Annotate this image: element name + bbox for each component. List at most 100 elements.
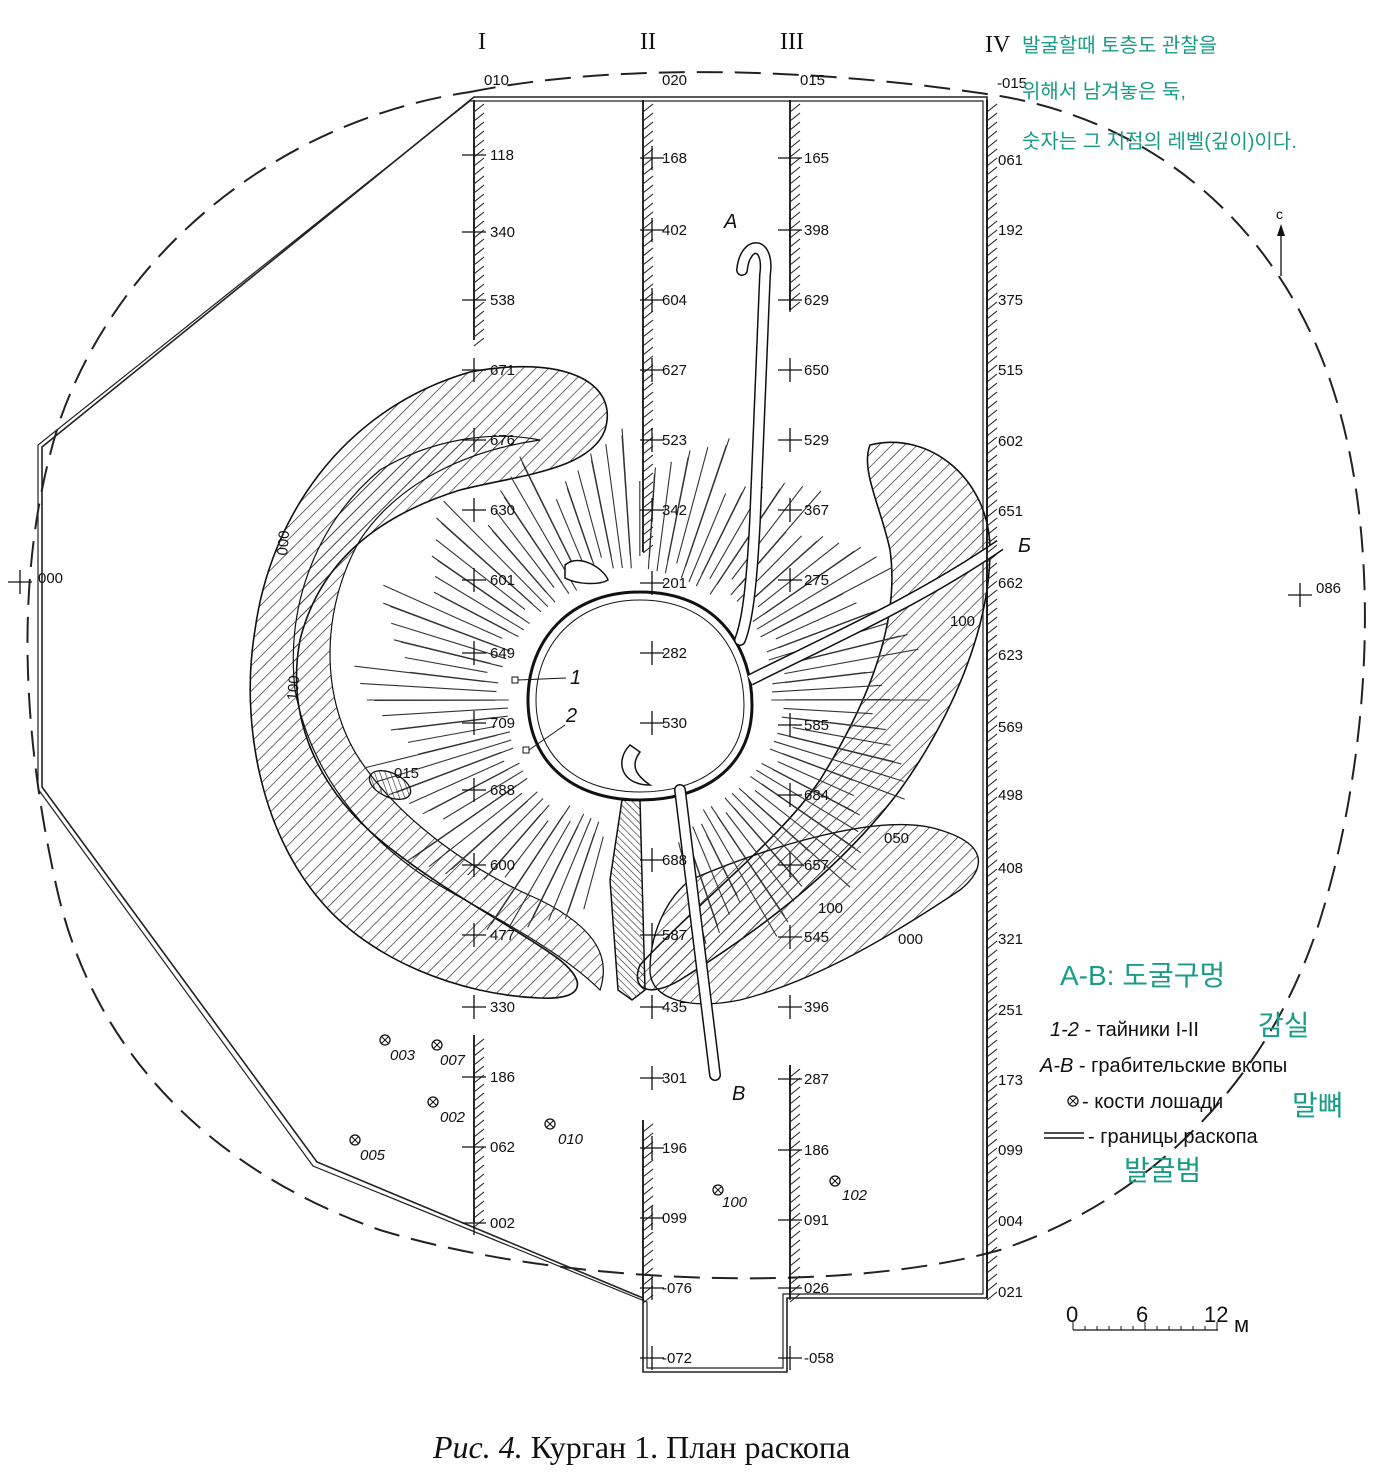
horse-bones-korean-label: 말뼈 <box>1292 1090 1344 1121</box>
balk-hatch <box>986 1120 998 1130</box>
level-label-III: 091 <box>804 1212 829 1229</box>
stone-ray <box>702 809 778 937</box>
tunnel-label-A: A <box>723 211 737 233</box>
balk-hatch <box>473 1047 485 1057</box>
hatched-ring-southeast <box>649 823 980 1005</box>
balk-hatch <box>642 121 654 131</box>
level-label-I: 600 <box>490 857 515 874</box>
level-label-IV: 515 <box>998 362 1023 379</box>
robber-tunnel-B-inner <box>675 785 720 1080</box>
balk-hatch <box>789 1122 801 1132</box>
balk-hatch <box>473 1191 485 1201</box>
stone-ray <box>407 725 496 743</box>
balk-hatch <box>642 517 654 527</box>
balk-hatch <box>789 1149 801 1159</box>
level-label-IV: 602 <box>998 433 1023 450</box>
level-label-III: 367 <box>804 502 829 519</box>
balk-hatch <box>473 337 485 347</box>
balk-hatch <box>473 247 485 257</box>
balk-hatch <box>642 193 654 203</box>
balk-hatch <box>986 1210 998 1220</box>
balk-hatch <box>642 301 654 311</box>
balk-hatch <box>642 1222 654 1232</box>
scale-unit: м <box>1234 1312 1249 1337</box>
horse-bone-label: 002 <box>440 1109 466 1126</box>
balk-hatch <box>789 229 801 239</box>
balk-hatch <box>789 1275 801 1285</box>
horse-bone-icon <box>544 1118 556 1130</box>
balk-hatch <box>986 310 998 320</box>
balk-hatch <box>986 760 998 770</box>
balk-hatch <box>986 355 998 365</box>
stone-ray <box>664 450 691 574</box>
level-label-III: 396 <box>804 999 829 1016</box>
balk-hatch <box>473 1083 485 1093</box>
balk-hatch <box>642 283 654 293</box>
stone-ray <box>390 716 496 731</box>
level-label-IV: 099 <box>998 1142 1023 1159</box>
balk-hatch <box>642 1294 654 1304</box>
stone-ray <box>443 500 549 608</box>
balk-hatch <box>986 238 998 248</box>
balk-hatch <box>986 1282 998 1292</box>
stone-ray <box>762 546 862 616</box>
balk-hatch <box>986 490 998 500</box>
balk-hatch <box>473 1128 485 1138</box>
level-label-III: 287 <box>804 1071 829 1088</box>
stone-ray <box>754 789 857 871</box>
balk-hatch <box>473 1074 485 1084</box>
level-label-I: 186 <box>490 1069 515 1086</box>
balk-hatch <box>986 1147 998 1157</box>
balk-hatch <box>473 274 485 284</box>
balk-hatch <box>986 256 998 266</box>
balk-hatch <box>789 1086 801 1096</box>
balk-hatch <box>473 283 485 293</box>
level-label-III: 165 <box>804 150 829 167</box>
stone-ray <box>695 486 747 587</box>
horse-bone-label: 005 <box>360 1147 386 1164</box>
balk-hatch <box>986 805 998 815</box>
contour-100-west: 100 <box>284 675 303 701</box>
balk-hatch <box>986 976 998 986</box>
balk-hatch <box>473 1119 485 1129</box>
balk-label-III: III <box>780 29 804 55</box>
balk-hatch <box>986 193 998 203</box>
stone-ray <box>771 684 883 693</box>
stone-ray <box>760 593 844 638</box>
stone-ray <box>684 438 730 568</box>
balk-hatch <box>642 409 654 419</box>
balk-hatch <box>986 436 998 446</box>
balk-hatch <box>642 481 654 491</box>
balk-hatch <box>473 1110 485 1120</box>
balk-hatch <box>642 229 654 239</box>
balk-label-II: II <box>640 29 656 55</box>
balk-hatch <box>986 931 998 941</box>
level-label-IV: 321 <box>998 931 1023 948</box>
stone-ray <box>409 671 499 684</box>
balk-hatch <box>642 247 654 257</box>
balk-hatch <box>986 364 998 374</box>
balk-hatch <box>986 769 998 779</box>
balk-hatch <box>986 985 998 995</box>
stone-ray <box>422 762 520 815</box>
balk-hatch <box>642 1258 654 1268</box>
balk-hatch <box>986 373 998 383</box>
level-label-III: 529 <box>804 432 829 449</box>
balk-hatch <box>986 823 998 833</box>
stone-ray <box>509 820 571 927</box>
horse-bone-icon <box>712 1184 724 1196</box>
balk-hatch <box>986 130 998 140</box>
balk-hatch <box>473 1182 485 1192</box>
balk-hatch <box>473 238 485 248</box>
east-point: 086 <box>1288 580 1341 607</box>
stone-ray <box>755 769 859 833</box>
level-label-I: 330 <box>490 999 515 1016</box>
stone-ray <box>783 707 873 715</box>
balk-hatch <box>642 1195 654 1205</box>
balk-hatch <box>789 1230 801 1240</box>
level-labels: 0101183405386716766306016497096886004773… <box>462 72 1027 1370</box>
balk-hatch <box>986 1003 998 1013</box>
balk-hatch <box>473 148 485 158</box>
balk-hatch <box>986 598 998 608</box>
